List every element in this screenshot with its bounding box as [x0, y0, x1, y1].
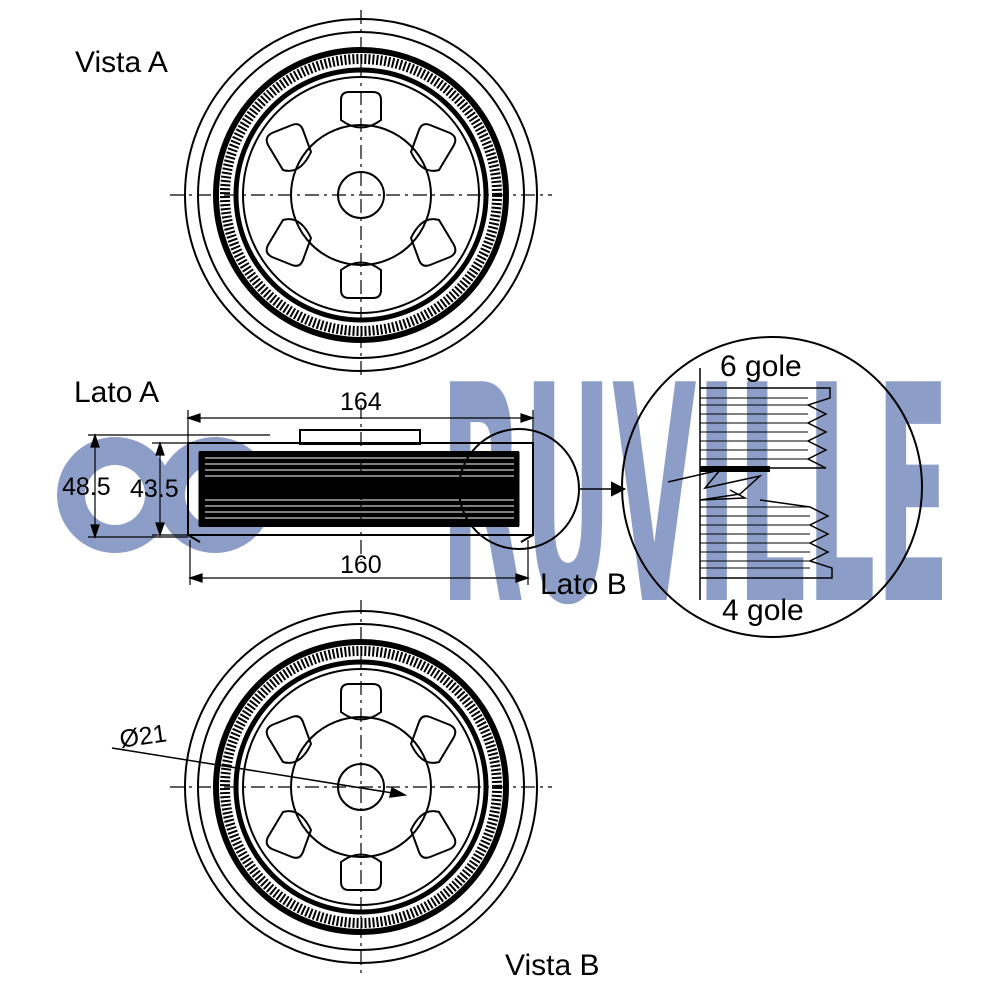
- break-line: [667, 468, 763, 501]
- grooves-bottom-label: 4 gole: [722, 594, 804, 627]
- dimension-43-5: 43.5: [130, 475, 179, 503]
- side-dimensions: [88, 410, 535, 585]
- vista-b-centerlines: [170, 600, 552, 975]
- lato-b-label: Lato B: [540, 568, 627, 601]
- dimension-160: 160: [340, 551, 382, 579]
- side-view: [187, 405, 627, 560]
- ruville-logo-wordmark: RUVILLE: [440, 322, 950, 671]
- vista-a-centerlines: [170, 10, 552, 380]
- groove-hatch: [700, 397, 810, 569]
- vista-b-label: Vista B: [505, 949, 600, 982]
- dimension-164: 164: [340, 388, 382, 416]
- grooves-top-label: 6 gole: [720, 350, 802, 383]
- detail-circle: [458, 428, 580, 550]
- lato-a-label: Lato A: [74, 376, 159, 409]
- hub-protrusion: [299, 429, 421, 445]
- vista-b-view: [111, 600, 552, 975]
- vista-a-windows: [265, 91, 457, 299]
- bore-diameter-leader: [111, 747, 408, 798]
- bore-diameter-label: Ø21: [118, 719, 169, 753]
- vista-b-windows: [265, 683, 457, 891]
- rib-lines: [205, 457, 514, 519]
- belt-band: [199, 451, 519, 527]
- magnified-detail: [621, 336, 923, 638]
- dimension-48-5: 48.5: [62, 473, 111, 501]
- vista-a-view: [170, 10, 552, 380]
- vista-a-label: Vista A: [75, 46, 168, 79]
